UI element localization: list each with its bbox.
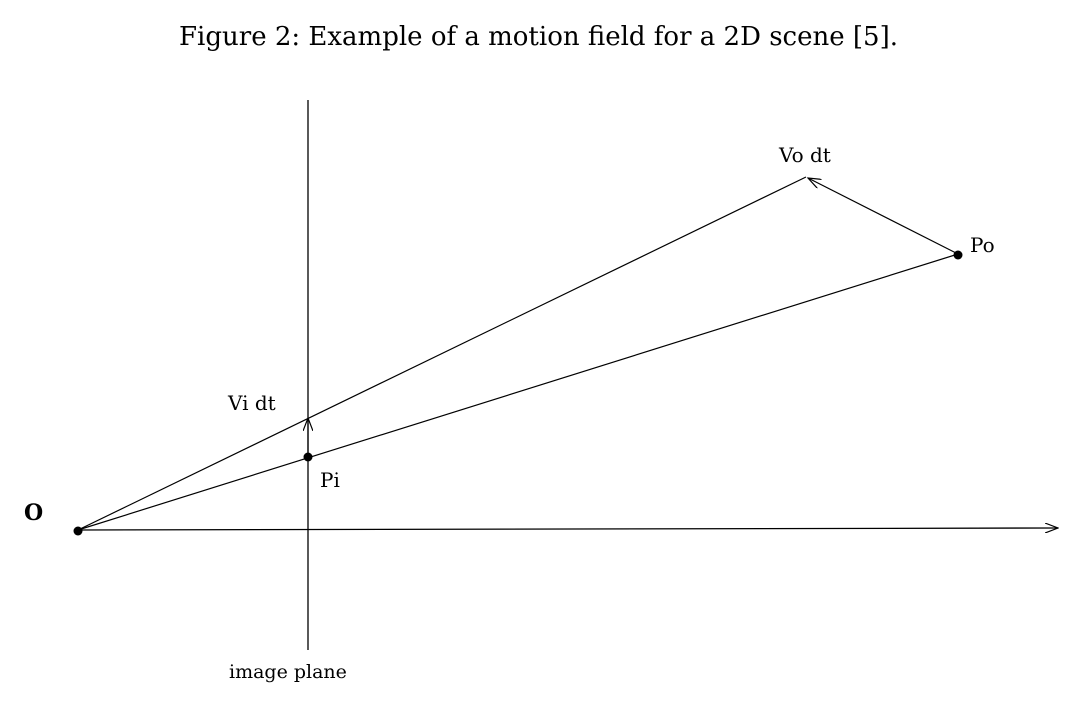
optical-axis xyxy=(77,528,1058,530)
label-object-velocity: Vo dt xyxy=(778,143,831,167)
label-image-point: Pi xyxy=(320,468,340,492)
label-image-plane: image plane xyxy=(229,661,347,683)
label-image-velocity: Vi dt xyxy=(227,391,276,415)
label-object-point: Po xyxy=(970,233,995,257)
ray-origin-to-displaced-object xyxy=(77,176,807,531)
object-velocity-vector xyxy=(808,178,959,255)
object-point xyxy=(953,250,963,260)
ray-origin-to-object-point xyxy=(77,253,959,531)
label-origin: O xyxy=(24,500,43,526)
figure-caption: Figure 2: Example of a motion field for … xyxy=(179,22,898,52)
origin-point xyxy=(73,526,83,536)
image-point xyxy=(303,452,313,462)
